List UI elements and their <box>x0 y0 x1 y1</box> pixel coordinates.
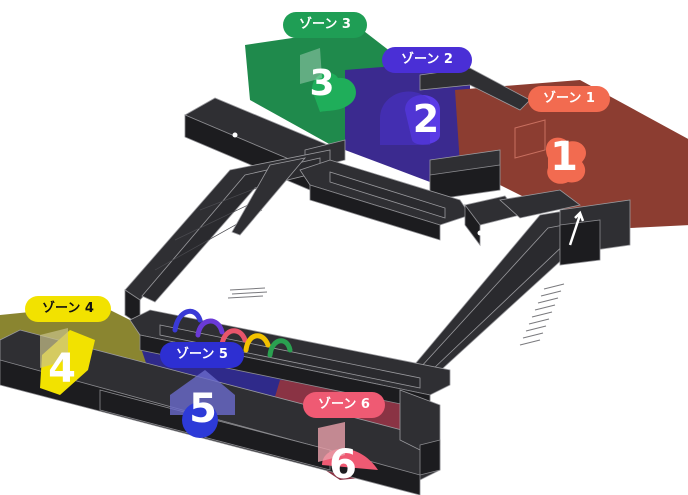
exit-arrow-icon <box>568 210 585 246</box>
west-corridor <box>124 149 331 326</box>
stairs <box>227 283 565 346</box>
zone-2-label[interactable]: ゾーン 2 <box>382 47 472 73</box>
info-dot <box>477 230 483 236</box>
arrow-up-icon <box>184 294 199 308</box>
info-dot <box>232 132 238 138</box>
zone-3-label[interactable]: ゾーン 3 <box>283 12 367 38</box>
zone-1-marker[interactable]: 1 <box>514 119 587 184</box>
zone-2-number: 2 <box>413 97 439 141</box>
zone-5-label[interactable]: ゾーン 5 <box>160 342 244 368</box>
zone-4-marker[interactable]: 4 <box>40 328 95 395</box>
zone-5-number: 5 <box>189 386 217 432</box>
north-corridor <box>299 159 471 241</box>
zone-4-number: 4 <box>48 346 76 392</box>
zone-3-number: 3 <box>309 63 334 104</box>
zone-6-walls <box>399 389 441 476</box>
zone-1-label[interactable]: ゾーン 1 <box>528 86 610 112</box>
zone-6-marker[interactable]: 6 <box>318 422 378 488</box>
zone-2-marker[interactable]: 2 <box>380 91 440 145</box>
zone-5-marker[interactable]: 5 <box>170 370 235 438</box>
zone-6-label[interactable]: ゾーン 6 <box>303 392 385 418</box>
zone-3-marker[interactable]: 3 <box>300 48 357 112</box>
route-arrows <box>172 308 293 358</box>
zone-6-number: 6 <box>329 442 357 488</box>
zone-4-label[interactable]: ゾーン 4 <box>25 296 111 322</box>
east-corridor <box>409 189 631 401</box>
zone-1-number: 1 <box>550 134 578 180</box>
